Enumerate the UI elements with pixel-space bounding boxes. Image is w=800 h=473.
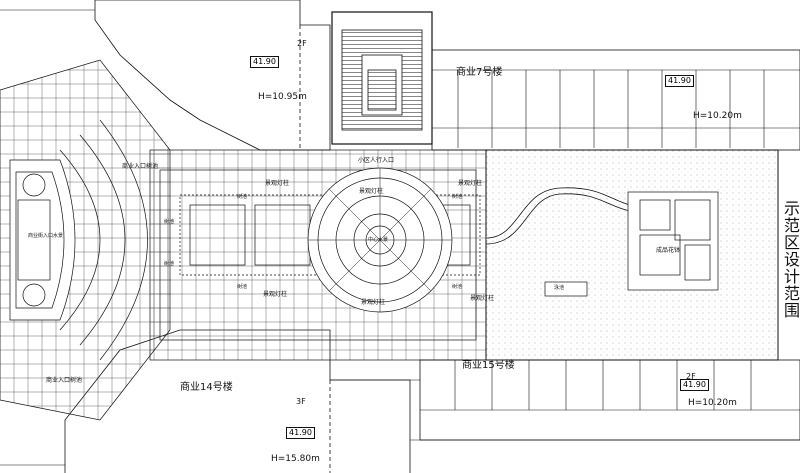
lamp-label: 景观灯柱 <box>265 180 290 187</box>
building-15-outline <box>419 359 800 441</box>
commerce-street-entry-label: 商业街入口水景 <box>28 233 64 239</box>
pedestrian-entrance-label: 小区人行入口 <box>358 157 395 164</box>
tree-pool-label: 树池 <box>164 261 175 267</box>
building-15-label: 商业15号楼 <box>462 360 515 371</box>
level-marker: 41.90 <box>665 75 694 87</box>
finished-tree-label: 成品花钵 <box>656 247 681 254</box>
left-plaza <box>0 59 171 421</box>
commerce-entry-top-label: 商业入口树池 <box>122 163 159 170</box>
tree-pool-label: 树池 <box>237 194 248 200</box>
lamp-label: 景观灯柱 <box>458 180 483 187</box>
building-14-label: 商业14号楼 <box>180 382 233 393</box>
lamp-label: 景观灯柱 <box>263 291 288 298</box>
tree-pool-label: 树池 <box>164 219 175 225</box>
tree-pool-label: 树池 <box>452 194 463 200</box>
floor-2f-top-label: 2F <box>297 39 307 48</box>
level-marker: 41.90 <box>680 379 709 391</box>
lamp-label: 景观灯柱 <box>359 188 384 195</box>
lamp-label: 景观灯柱 <box>361 299 386 306</box>
height-bottom-left-label: H=15.80m <box>271 454 320 464</box>
demo-area-label: 示范区设计范围 <box>781 200 800 319</box>
level-marker: 41.90 <box>250 56 279 68</box>
floor-3f-label: 3F <box>296 397 306 406</box>
building-7-label: 商业7号楼 <box>456 67 503 78</box>
height-top-left-label: H=10.95m <box>258 92 307 102</box>
level-marker: 41.90 <box>286 427 315 439</box>
model-house <box>544 191 719 297</box>
commerce-entry-bottom-label: 商业入口树池 <box>46 377 83 384</box>
height-bottom-right-label: H=10.20m <box>688 398 737 408</box>
center-water-label: 中心水景 <box>368 237 389 243</box>
pool-label: 泳池 <box>554 285 565 291</box>
height-top-right-label: H=10.20m <box>693 111 742 121</box>
lamp-label: 景观灯柱 <box>470 295 495 302</box>
tree-pool-label: 树池 <box>452 284 463 290</box>
floor-2f-right-label: 2F <box>686 372 696 381</box>
building-7-outline <box>431 49 800 151</box>
tree-pool-label: 树池 <box>237 284 248 290</box>
central-plaza <box>149 149 487 361</box>
